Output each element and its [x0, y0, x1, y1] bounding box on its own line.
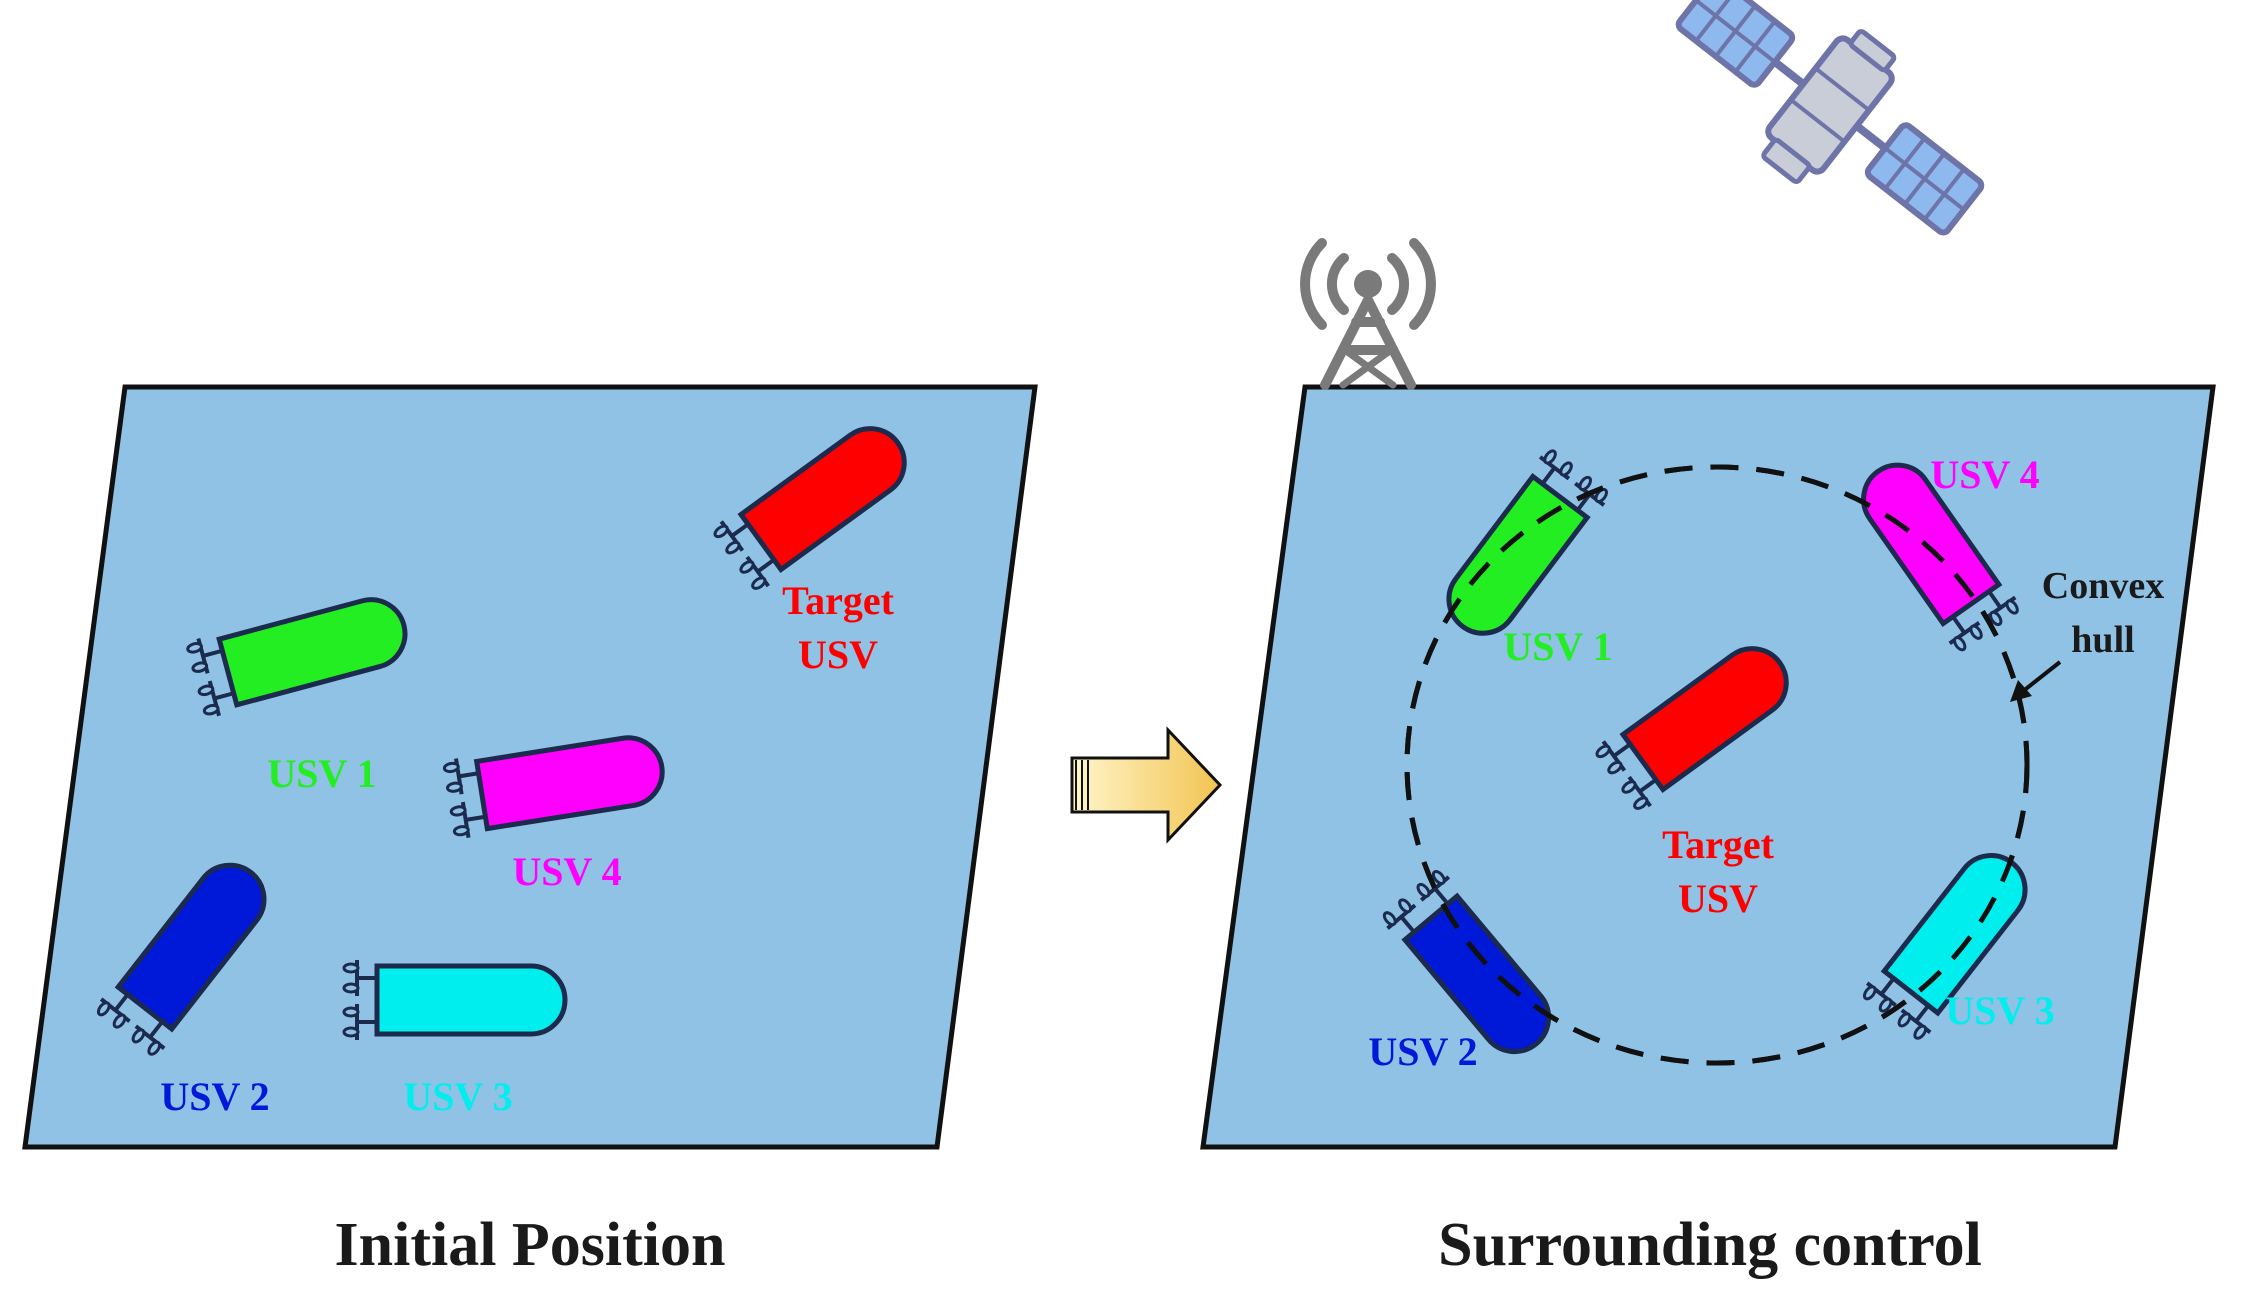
usv-4-boat [441, 735, 665, 842]
usv-2-label: USV 2 [160, 1074, 269, 1119]
usv-4-label: USV 4 [512, 849, 621, 894]
target-usv-label-line1: Target [782, 578, 895, 623]
right-arrow-icon [1070, 726, 1223, 844]
satellite-icon [1675, 0, 1985, 236]
usv-3-label: USV 3 [403, 1074, 512, 1119]
usv-2-boat-surround [1377, 865, 1552, 1055]
usv-3-label-surround: USV 3 [1945, 988, 2054, 1033]
usv-1-label-surround: USV 1 [1503, 624, 1612, 669]
convex-hull-label-line1: Convex [2042, 565, 2164, 607]
convex-hull-pointer-arrow [2010, 660, 2062, 702]
target-usv-label-surround-line2: USV [1678, 876, 1758, 921]
usv-4-label-surround: USV 4 [1930, 452, 2039, 497]
usv-3-boat-surround [1857, 853, 2028, 1045]
convex-hull-overlay [1404, 464, 2030, 1066]
usv-1-boat [183, 597, 408, 722]
water-area-right [1200, 384, 2216, 1150]
target-usv-boat [711, 426, 907, 593]
caption-surrounding-control: Surrounding control [1438, 1211, 1982, 1279]
usv-1-boat-surround [1446, 444, 1614, 636]
usv-2-label-surround: USV 2 [1368, 1029, 1477, 1074]
panel-surrounding-control: USV 1 USV 4 USV 2 USV 3 Target USV Conve… [1200, 384, 2216, 1279]
usv-3-boat [342, 958, 568, 1042]
convex-hull-label-line2: hull [2071, 619, 2134, 661]
radio-tower-icon [1300, 238, 1436, 390]
target-usv-label-line2: USV [798, 632, 878, 677]
usv-2-boat [91, 862, 267, 1061]
target-usv-label-surround-line1: Target [1662, 822, 1775, 867]
panel-initial-position: Target USV USV 1 USV 4 USV 2 USV 3 Initi… [22, 384, 1038, 1279]
usv-1-label: USV 1 [267, 751, 376, 796]
caption-initial-position: Initial Position [334, 1211, 725, 1279]
target-usv-boat-centre [1593, 646, 1789, 813]
